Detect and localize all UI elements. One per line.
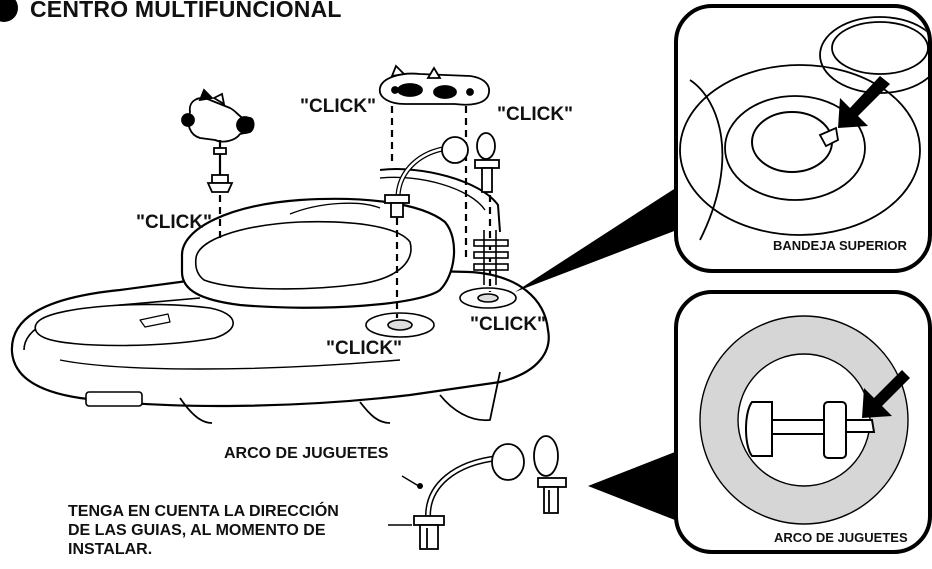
installation-note: TENGA EN CUENTA LA DIRECCIÓN DE LAS GUIA…: [68, 503, 339, 558]
toy-arch-attached: [384, 132, 500, 218]
arrow-icon-top: [838, 76, 890, 128]
callout-label-top: BANDEJA SUPERIOR: [773, 238, 907, 253]
walker-seat: [180, 168, 501, 309]
horse-toy: [181, 88, 255, 193]
post-pegs: [473, 230, 509, 285]
click-label-post: "CLICK": [470, 314, 547, 335]
click-label-horse: "CLICK": [136, 212, 213, 233]
mount-points: [365, 287, 517, 338]
top-tray-toy: [378, 64, 490, 106]
walker-base: [10, 268, 550, 424]
callout-label-bottom: ARCO DE JUGUETES: [774, 530, 908, 545]
toy-arch-separate: [413, 435, 567, 550]
click-label-tray-left: "CLICK": [300, 96, 377, 117]
page-title: CENTRO MULTIFUNCIONAL: [30, 0, 342, 22]
detail-box-bottom: [674, 290, 932, 554]
click-label-tray-right: "CLICK": [497, 104, 574, 125]
step-bullet: [0, 0, 18, 22]
callout-wedge-bottom: [588, 450, 680, 522]
click-label-arch: "CLICK": [326, 338, 403, 359]
detail-box-top: [674, 4, 932, 273]
toy-arch-label: ARCO DE JUGUETES: [224, 445, 389, 462]
arrow-icon-bottom: [862, 370, 910, 418]
callout-wedge-top: [515, 180, 690, 292]
